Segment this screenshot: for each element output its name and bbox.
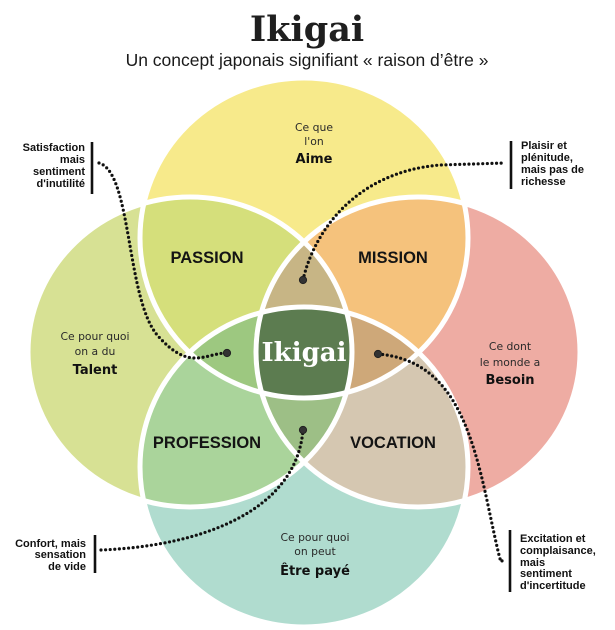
label-besoin-line: Ce dont <box>489 340 531 353</box>
page-subtitle: Un concept japonais signifiant « raison … <box>126 50 489 70</box>
annotation-line: Plaisir et <box>521 140 567 152</box>
annotation-line: Satisfaction <box>23 142 86 154</box>
label-talent-keyword: Talent <box>73 363 118 378</box>
connector-plaisir <box>301 161 507 282</box>
annotation-plaisir: Plaisir et plénitude, mais pas de riches… <box>509 140 584 189</box>
label-passion: PASSION <box>170 249 243 267</box>
annotation-line: mais pas de <box>521 164 584 176</box>
label-talent: Ce pour quoi on a du Talent <box>60 330 129 378</box>
anchor-dot-bottom <box>298 425 308 435</box>
connector-confort <box>99 428 305 552</box>
outline-besoin <box>253 194 583 510</box>
label-aime-line: l'on <box>304 135 323 148</box>
label-besoin-line: le monde a <box>480 356 541 369</box>
label-profession: PROFESSION <box>153 434 261 452</box>
annotation-confort: Confort, mais sensation de vide <box>15 535 97 573</box>
annotation-line: sensation <box>35 549 87 561</box>
outline-talent <box>25 194 355 510</box>
anchor-dot-left <box>222 348 232 358</box>
annotation-line: de vide <box>48 561 86 573</box>
label-aime-line: Ce que <box>295 121 333 134</box>
label-besoin-keyword: Besoin <box>485 373 534 388</box>
label-paye-keyword: Être payé <box>280 563 350 579</box>
annotation-line: Excitation et <box>520 533 586 545</box>
annotation-line: sentiment <box>520 568 572 580</box>
label-talent-line: Ce pour quoi <box>60 330 129 343</box>
annotation-line: richesse <box>521 176 566 188</box>
annotation-line: sentiment <box>33 166 85 178</box>
outline-etre-paye <box>137 304 471 630</box>
annotation-line: mais <box>520 557 545 569</box>
label-talent-line: on a du <box>75 345 116 358</box>
label-vocation: VOCATION <box>350 434 436 452</box>
annotation-excitation: Excitation et complaisance, mais sentime… <box>508 530 596 592</box>
outline-aime <box>137 75 471 401</box>
annotation-line: d'inutilité <box>37 178 85 190</box>
label-paye-line: on peut <box>294 545 335 558</box>
annotation-line: plénitude, <box>521 152 573 164</box>
annotation-satisfaction: Satisfaction mais sentiment d'inutilité <box>23 142 94 194</box>
label-etre-paye: Ce pour quoi on peut Être payé <box>280 531 350 579</box>
annotation-line: complaisance, <box>520 545 596 557</box>
label-aime-keyword: Aime <box>296 152 333 167</box>
annotation-line: mais <box>60 154 85 166</box>
label-besoin: Ce dont le monde a Besoin <box>480 340 541 388</box>
label-paye-line: Ce pour quoi <box>280 531 349 544</box>
connector-excitation <box>376 352 507 564</box>
anchor-dot-top <box>298 275 308 285</box>
annotation-line: Confort, mais <box>15 538 86 550</box>
connector-satisfaction <box>97 161 229 360</box>
anchor-dot-right <box>373 349 383 359</box>
page-title: Ikigai <box>250 9 364 50</box>
label-ikigai-center: Ikigai <box>262 338 347 368</box>
label-mission: MISSION <box>358 249 428 267</box>
label-aime: Ce que l'on Aime <box>295 121 333 167</box>
annotation-line: d'incertitude <box>520 580 586 592</box>
